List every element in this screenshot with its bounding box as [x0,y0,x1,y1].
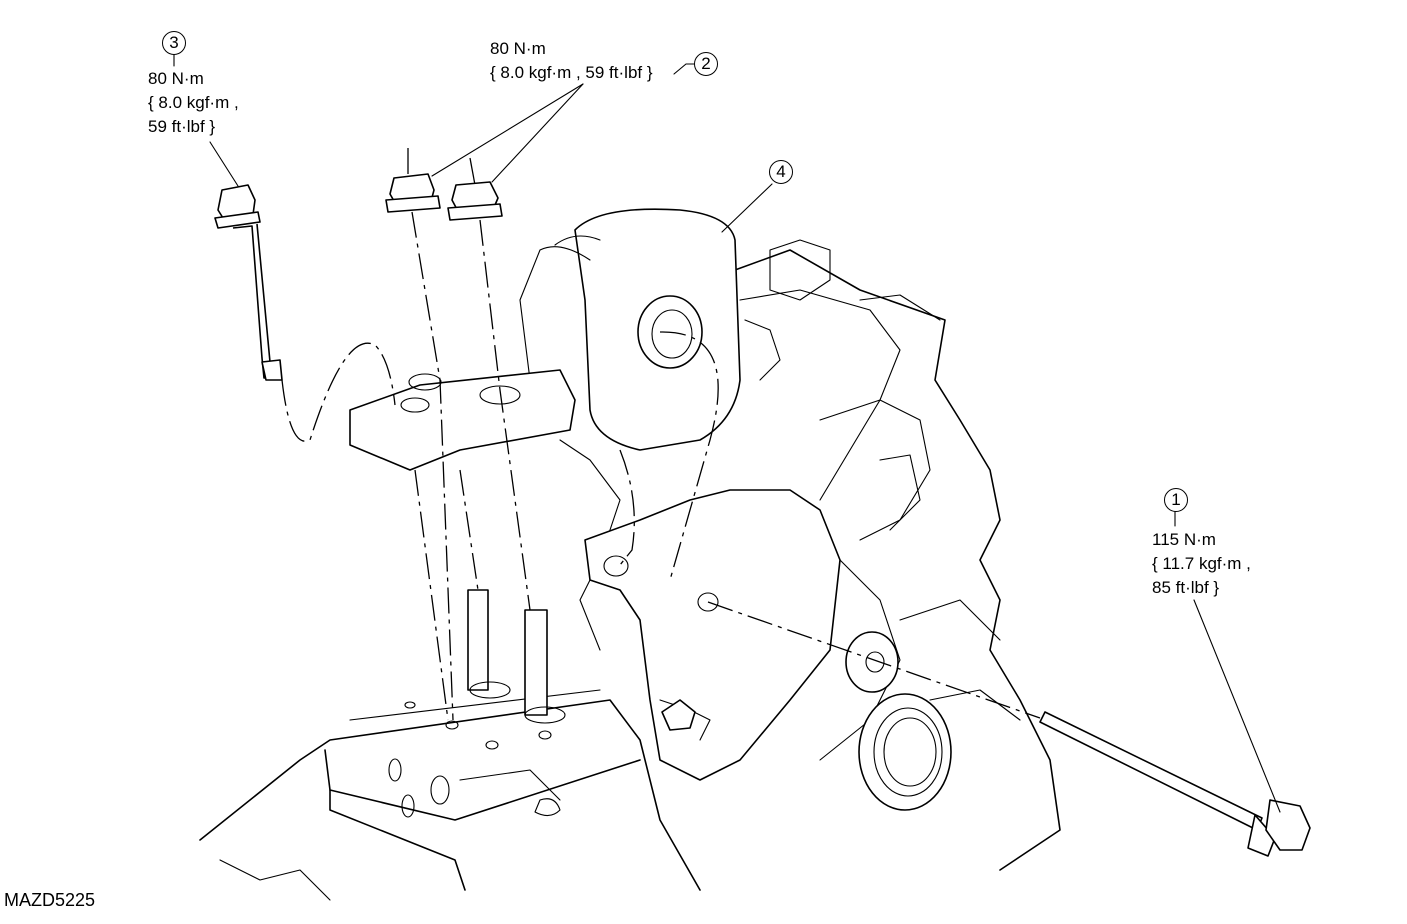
callout-1-metric: { 11.7 kgf·m , [1152,554,1251,573]
callout-1-marker: 1 [1164,488,1188,512]
engine-mount-bracket [349,208,841,781]
mount-studs [467,589,566,724]
callout-leaders [173,51,1281,813]
callout-3-imperial: 59 ft·lbf } [148,117,216,136]
callout-1-torque: 115 N·m [1152,530,1216,549]
callout-2-torque: 80 N·m [490,39,546,58]
callout-3-marker: 3 [162,31,186,55]
callout-3-metric: { 8.0 kgf·m , [148,93,239,112]
callout-1-imperial: 85 ft·lbf } [1152,578,1220,597]
assembly-centerlines [281,148,1041,721]
bolt-1 [1039,711,1311,857]
callout-4-marker: 4 [769,160,793,184]
bolts-2 [385,173,503,221]
crossmember-outline [199,689,701,901]
transaxle-side-boss [845,631,952,811]
transaxle-housing-outline [734,239,1061,871]
callout-2-marker: 2 [694,52,718,76]
callout-2-metric-imperial: { 8.0 kgf·m , 59 ft·lbf } [490,63,653,82]
figure-code: MAZD5225 [4,890,96,910]
bolt-3 [214,184,283,381]
callout-3-torque: 80 N·m [148,69,204,88]
